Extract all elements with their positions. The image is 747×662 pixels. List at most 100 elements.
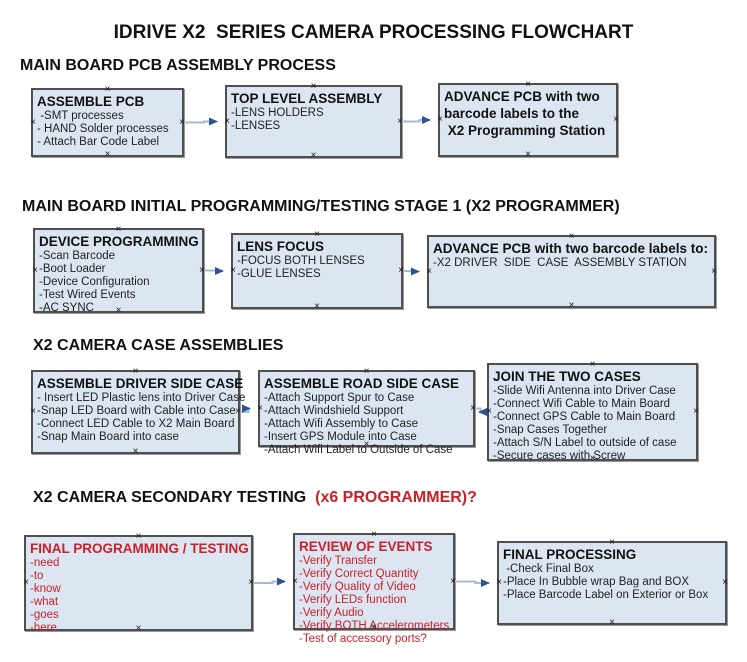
anchor-point-icon: ×: [568, 300, 575, 311]
anchor-point-icon: ×: [30, 406, 36, 417]
box-title: TOP LEVEL ASSEMBLY: [231, 91, 383, 106]
box-item: -Snap Cases Together: [493, 424, 608, 436]
flow-box-assemble-pcb: ASSEMBLE PCB -SMT processes - HAND Solde…: [30, 85, 185, 160]
anchor-point-icon: ×: [525, 149, 531, 160]
section-heading-text: X2 CAMERA SECONDARY TESTING: [33, 489, 307, 506]
anchor-point-icon: ×: [23, 577, 29, 588]
box-item: -Place Barcode Label on Exterior or Box: [503, 589, 709, 601]
anchor-point-icon: ×: [292, 575, 298, 587]
box-item: -Connect Wifi Cable to Main Board: [493, 398, 671, 410]
box-title: ADVANCE PCB with two barcode labels to:: [433, 241, 709, 256]
box-item: -Attach Wifi Label to Outside of Case: [264, 444, 453, 456]
box-item: -Secure cases with Screw: [493, 450, 626, 462]
box-title: DEVICE PROGRAMMING: [39, 234, 199, 249]
box-item: -Verify LEDs function: [299, 594, 407, 606]
box-item: -Boot Loader: [39, 263, 106, 275]
section-heading-pcb-assembly: MAIN BOARD PCB ASSEMBLY PROCESS: [20, 57, 336, 74]
flow-box-advance-pcb-to-programming-station: ADVANCE PCB with two barcode labels to t…: [437, 80, 619, 160]
box-item: -Test Wired Events: [39, 289, 136, 301]
box-item: -need: [30, 557, 60, 569]
box-title: FINAL PROGRAMMING / TESTING: [30, 541, 249, 556]
box-item: -Verify Quality of Video: [299, 581, 416, 593]
page-title: IDRIVE X2 SERIES CAMERA PROCESSING FLOWC…: [113, 22, 634, 43]
anchor-point-icon: ×: [437, 114, 443, 125]
box-title: ASSEMBLE PCB: [37, 94, 145, 109]
box-item: - Attach Bar Code Label: [37, 136, 160, 148]
box-title: FINAL PROCESSING: [503, 547, 637, 562]
box-item: -LENS HOLDERS: [231, 107, 324, 119]
flow-box-assemble-driver-side-case: ASSEMBLE DRIVER SIDE CASE - Insert LED P…: [30, 367, 246, 457]
anchor-point-icon: ×: [310, 150, 317, 161]
flow-arrow: [475, 407, 487, 416]
box-item: -Attach Windshield Support: [264, 405, 404, 417]
box-title: ADVANCE PCB with two barcode labels to t…: [444, 89, 606, 138]
box-item: -Verify BOTH Accelerometers: [299, 620, 450, 632]
flow-box-lens-focus: LENS FOCUS -FOCUS BOTH LENSES -GLUE LENS…: [230, 230, 404, 312]
box-title: ASSEMBLE DRIVER SIDE CASE: [37, 376, 244, 391]
anchor-point-icon: ×: [257, 402, 263, 414]
flow-box-join-the-two-cases: JOIN THE TWO CASES -Slide Wifi Antenna i…: [486, 360, 699, 464]
box-item: -Test of accessory ports?: [299, 633, 427, 645]
section-heading-initial-programming: MAIN BOARD INITIAL PROGRAMMING/TESTING S…: [22, 198, 620, 215]
box-item: -Check Final Box: [503, 563, 594, 575]
box-item: -GLUE LENSES: [237, 268, 321, 280]
flow-box-assemble-road-side-case: ASSEMBLE ROAD SIDE CASE -Attach Support …: [257, 367, 476, 457]
box-item: -Attach Wifi Assembly to Case: [264, 418, 419, 430]
box-title: REVIEW OF EVENTS: [299, 539, 433, 554]
box-item: -Slide Wifi Antenna into Driver Case: [493, 385, 676, 397]
section-heading-red-text: (x6 PROGRAMMER)?: [306, 489, 477, 506]
anchor-point-icon: ×: [426, 265, 432, 277]
box-item: -Attach Support Spur to Case: [264, 392, 415, 404]
flow-box-final-programming-testing: FINAL PROGRAMMING / TESTING -need -to -k…: [23, 532, 254, 635]
box-item: -FOCUS BOTH LENSES: [237, 255, 365, 267]
flow-box-advance-pcb-to-driver-side-case: ADVANCE PCB with two barcode labels to: …: [426, 232, 717, 311]
anchor-point-icon: ×: [230, 265, 236, 276]
box-item: -Attach S/N Label to outside of case: [493, 437, 677, 449]
box-item: - Insert LED Plastic lens into Driver Ca…: [37, 392, 246, 404]
box-item: -Verify Correct Quantity: [299, 568, 419, 580]
box-item: - HAND Solder processes: [37, 123, 169, 135]
flow-box-top-level-assembly: TOP LEVEL ASSEMBLY -LENS HOLDERS -LENSES…: [224, 82, 403, 161]
box-item: -here: [30, 622, 57, 634]
flow-arrow: [403, 267, 420, 276]
anchor-point-icon: ×: [314, 301, 320, 312]
anchor-point-icon: ×: [486, 406, 492, 417]
flow-arrow: [455, 579, 490, 587]
box-title: ASSEMBLE ROAD SIDE CASE: [264, 376, 460, 391]
box-item: -AC SYNC: [39, 302, 94, 314]
anchor-point-icon: ×: [496, 577, 502, 588]
anchor-point-icon: ×: [30, 116, 36, 128]
anchor-point-icon: ×: [224, 115, 230, 127]
box-item: -Verify Transfer: [299, 555, 377, 567]
box-title: JOIN THE TWO CASES: [493, 369, 641, 384]
flow-arrow: [204, 267, 224, 275]
section-heading-secondary-testing: X2 CAMERA SECONDARY TESTING (x6 PROGRAMM…: [33, 489, 477, 507]
box-item: -SMT processes: [37, 110, 124, 122]
anchor-point-icon: ×: [32, 264, 38, 276]
box-item: -LENSES: [231, 120, 281, 132]
box-item: -Connect GPS Cable to Main Board: [493, 411, 676, 423]
box-item: -X2 DRIVER SIDE CASE ASSEMBLY STATION: [433, 257, 687, 269]
flow-box-final-processing: FINAL PROCESSING -Check Final Box -Place…: [496, 538, 728, 628]
box-item: -Snap Main Board into case: [37, 431, 179, 443]
box-item: -what: [30, 596, 59, 608]
flow-arrow: [184, 117, 218, 126]
box-item: -to: [30, 570, 44, 582]
section-heading-case-assemblies: X2 CAMERA CASE ASSEMBLIES: [33, 337, 284, 354]
box-item: -Insert GPS Module into Case: [264, 431, 417, 443]
anchor-point-icon: ×: [609, 617, 615, 628]
flow-arrow: [253, 577, 286, 586]
box-title: LENS FOCUS: [237, 239, 325, 254]
box-item: -know: [30, 583, 61, 595]
box-item: -Connect LED Cable to X2 Main Board: [37, 418, 235, 430]
flow-box-device-programming: DEVICE PROGRAMMING -Scan Barcode -Boot L…: [32, 225, 205, 316]
flow-arrow: [240, 404, 251, 413]
anchor-point-icon: ×: [104, 149, 111, 160]
box-item: -Scan Barcode: [39, 250, 116, 262]
box-item: -Verify Audio: [299, 607, 364, 619]
box-item: -Device Configuration: [39, 276, 150, 288]
box-item: -goes: [30, 609, 59, 621]
flow-box-review-of-events: REVIEW OF EVENTS -Verify Transfer -Verif…: [292, 530, 456, 646]
box-item: -Snap LED Board with Cable into Case: [37, 405, 236, 417]
